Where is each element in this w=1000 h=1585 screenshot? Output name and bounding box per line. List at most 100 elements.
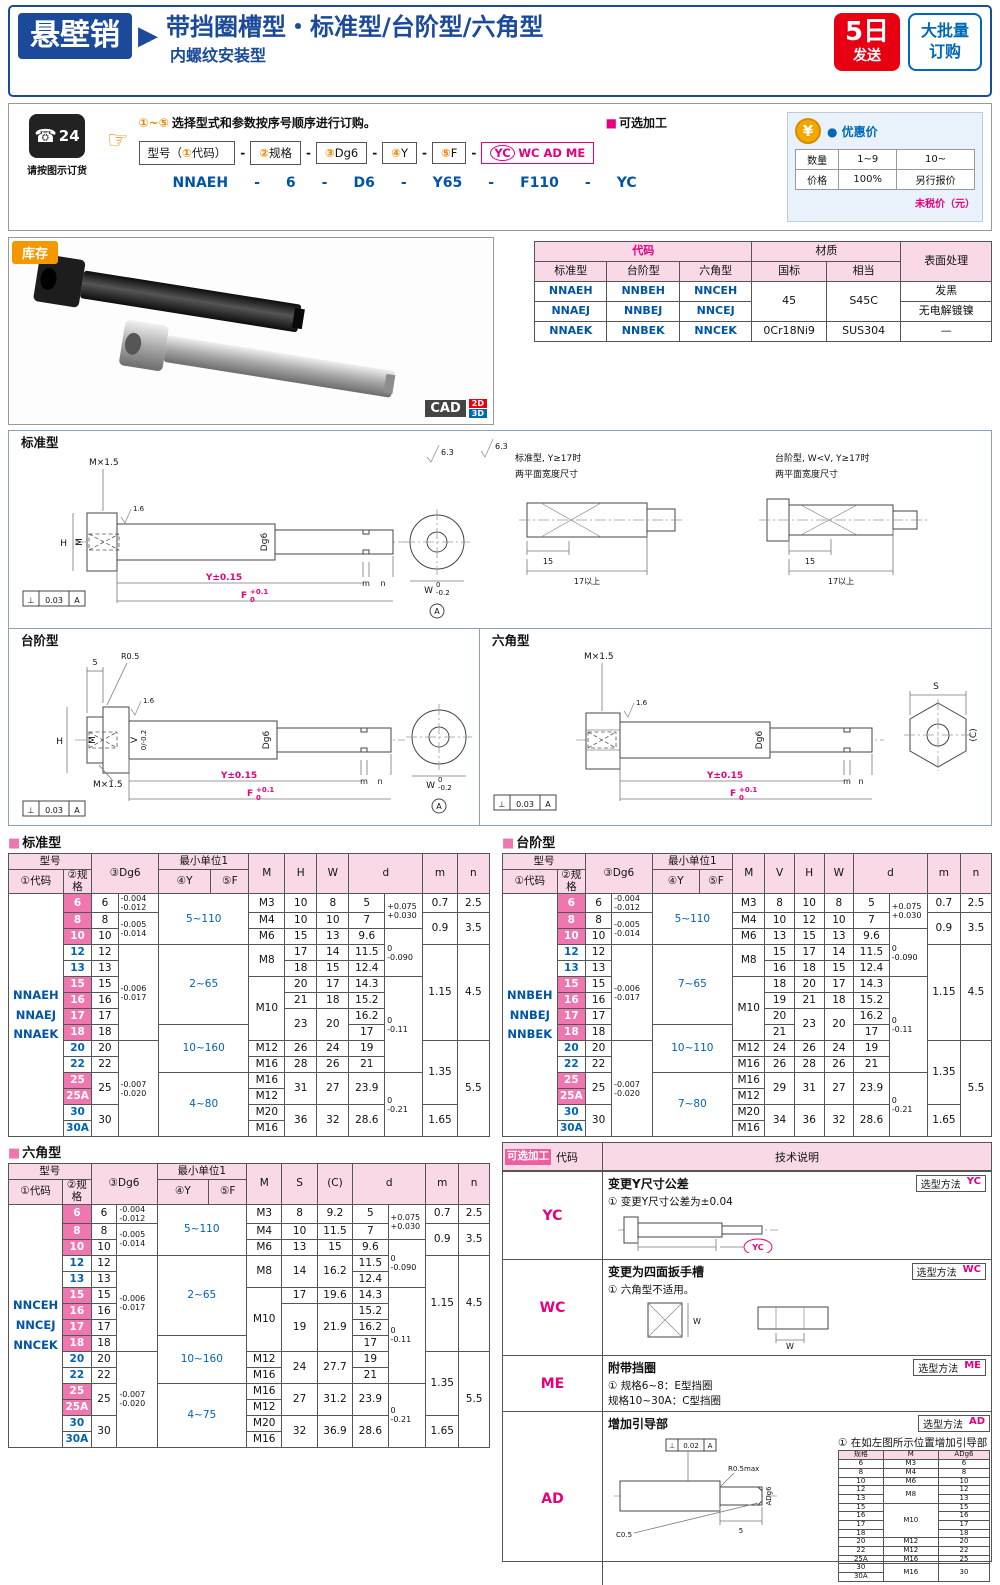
- dim-w-label: W: [693, 1317, 701, 1326]
- dim-w-label: W: [424, 586, 433, 596]
- data-cell: 13: [838, 1493, 884, 1504]
- page-title: 带挡圈槽型・标准型/台阶型/六角型: [166, 13, 544, 41]
- data-cell: 0 -0.11: [387, 1286, 427, 1384]
- data-cell: 12.4: [853, 960, 890, 978]
- data-cell: —: [900, 321, 992, 342]
- page-header: 悬壁销 ▶ 带挡圈槽型・标准型/台阶型/六角型 内螺纹安装型 5日 发送 大批量…: [8, 5, 992, 97]
- data-cell: 21: [764, 1024, 795, 1042]
- data-cell: 30: [62, 1414, 92, 1432]
- radius-label: R0.5: [121, 652, 139, 661]
- data-cell: 24: [281, 1350, 318, 1384]
- data-cell: M16: [248, 1056, 286, 1074]
- data-cell: 11.5: [352, 1254, 389, 1272]
- data-cell: NNAEJ: [533, 301, 608, 322]
- data-cell: 30: [91, 1104, 119, 1138]
- data-cell: 0.9: [425, 1222, 460, 1256]
- data-cell: 16: [556, 992, 587, 1010]
- data-cell: 11.5: [853, 944, 890, 962]
- data-cell: 5~110: [651, 893, 734, 946]
- data-cell: 29: [764, 1072, 795, 1106]
- header-cell: H: [793, 852, 825, 895]
- header-cell: (C): [316, 1163, 354, 1205]
- data-cell: 9.6: [348, 928, 386, 946]
- dim-f-label: F: [730, 789, 736, 799]
- dim-dg6-label: Dg6: [260, 533, 270, 552]
- data-cell: 17: [853, 1024, 890, 1042]
- perpendicularity-icon: ⊥: [28, 596, 35, 605]
- data-cell: 25A: [838, 1554, 884, 1565]
- data-cell: 10: [823, 912, 855, 930]
- optional-machining-flag: ■可选加工: [605, 116, 667, 130]
- data-cell: M6: [246, 1238, 283, 1256]
- data-cell: 15: [91, 976, 119, 994]
- dim-n-label: n: [377, 777, 382, 786]
- data-cell: M16: [732, 1120, 766, 1138]
- data-cell: M16: [882, 1554, 939, 1565]
- data-cell: 19: [764, 992, 795, 1010]
- data-cell: 23.9: [352, 1382, 389, 1416]
- data-cell: 5.5: [458, 1350, 490, 1448]
- data-cell: 10: [62, 928, 93, 946]
- thread-dim-label: M×1.5: [89, 458, 119, 468]
- silver-pin: [119, 320, 396, 398]
- data-cell: M3: [882, 1459, 939, 1469]
- data-cell: 22: [556, 1056, 587, 1074]
- data-cell: M3: [248, 893, 286, 914]
- header-cell: ③Dg6: [91, 852, 159, 895]
- data-cell: 10: [316, 912, 350, 930]
- data-cell: M10: [732, 976, 766, 1042]
- data-cell: 14: [281, 1254, 318, 1288]
- data-cell: 25A: [62, 1088, 93, 1106]
- data-cell: M16: [248, 1120, 286, 1138]
- svg-text:-0.2: -0.2: [438, 784, 452, 792]
- stock-badge: 库存: [12, 241, 59, 264]
- part-number-example: NNAEH- 6- D6- Y65- F110- YC: [172, 175, 637, 191]
- svg-text:-0.2: -0.2: [436, 589, 450, 597]
- data-cell: 15: [937, 1502, 991, 1513]
- header-cell: ④Y: [651, 868, 700, 895]
- data-cell: 22: [62, 1056, 93, 1074]
- data-cell: M6: [732, 928, 766, 946]
- data-cell: 5~110: [157, 893, 250, 946]
- data-cell: 3.5: [458, 1222, 490, 1256]
- dim-5-label: 5: [739, 1527, 743, 1535]
- dim-f-label: F: [247, 789, 253, 799]
- data-cell: 5: [853, 893, 890, 914]
- option-title: 增加引导部: [608, 1417, 669, 1432]
- data-cell: 8: [585, 912, 613, 930]
- data-cell: -0.006 -0.017: [116, 1254, 158, 1352]
- header-cell: V: [764, 852, 795, 895]
- data-cell: 8: [90, 1222, 118, 1240]
- discount-title: ● 优惠价: [827, 124, 878, 139]
- data-cell: 15.2: [853, 992, 890, 1010]
- header-cell: H: [284, 852, 318, 895]
- data-cell: 18: [556, 1024, 587, 1042]
- data-cell: 3.5: [960, 912, 992, 946]
- data-cell: 19: [352, 1350, 389, 1368]
- data-cell: 4.5: [456, 944, 491, 1042]
- header-cell: ③Dg6: [90, 1163, 158, 1205]
- data-cell: 15: [316, 960, 350, 978]
- data-cell: 12: [91, 944, 119, 962]
- data-cell: 4.5: [960, 944, 992, 1042]
- data-cell: 20: [556, 1040, 587, 1058]
- option-title: 变更为四面扳手槽: [608, 1265, 705, 1280]
- price-cell: 另行报价: [896, 169, 975, 190]
- data-cell: 31: [284, 1072, 318, 1106]
- data-cell: NNAEK: [533, 321, 608, 342]
- data-cell: 24: [316, 1040, 350, 1058]
- data-cell: 20: [284, 976, 318, 994]
- dim-17-label: 17以上: [574, 577, 600, 586]
- data-cell: 13: [823, 928, 855, 946]
- header-cell: ①代码: [7, 1179, 64, 1205]
- data-cell: 20: [91, 1040, 119, 1058]
- data-cell: +0.075 +0.030: [387, 1203, 427, 1240]
- wc-option-drawing: W W: [647, 1302, 829, 1351]
- data-cell: 7: [348, 912, 386, 930]
- data-cell: 5: [352, 1203, 389, 1224]
- data-cell: 16.2: [316, 1254, 354, 1288]
- header-cell: M: [882, 1450, 939, 1461]
